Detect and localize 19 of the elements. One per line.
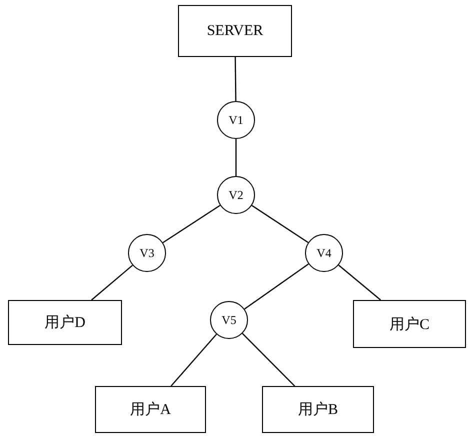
connector-line xyxy=(338,264,381,300)
connector-line xyxy=(252,204,308,244)
connector-line xyxy=(242,333,296,386)
node-circle: V3 xyxy=(128,234,166,272)
connector-line xyxy=(235,139,237,176)
node-circle: V1 xyxy=(217,101,255,139)
node-circle: V5 xyxy=(210,301,248,339)
node-circle: V4 xyxy=(305,234,343,272)
server-box: SERVER xyxy=(178,5,292,57)
connector-line xyxy=(170,334,217,386)
user-box: 用户D xyxy=(8,300,122,345)
connector-line xyxy=(244,263,309,310)
connector-line xyxy=(234,57,236,101)
user-box: 用户A xyxy=(95,386,206,433)
user-box: 用户B xyxy=(262,386,374,433)
node-circle: V2 xyxy=(217,176,255,214)
connector-line xyxy=(162,204,220,244)
user-box: 用户C xyxy=(353,300,466,348)
connector-line xyxy=(91,264,133,300)
